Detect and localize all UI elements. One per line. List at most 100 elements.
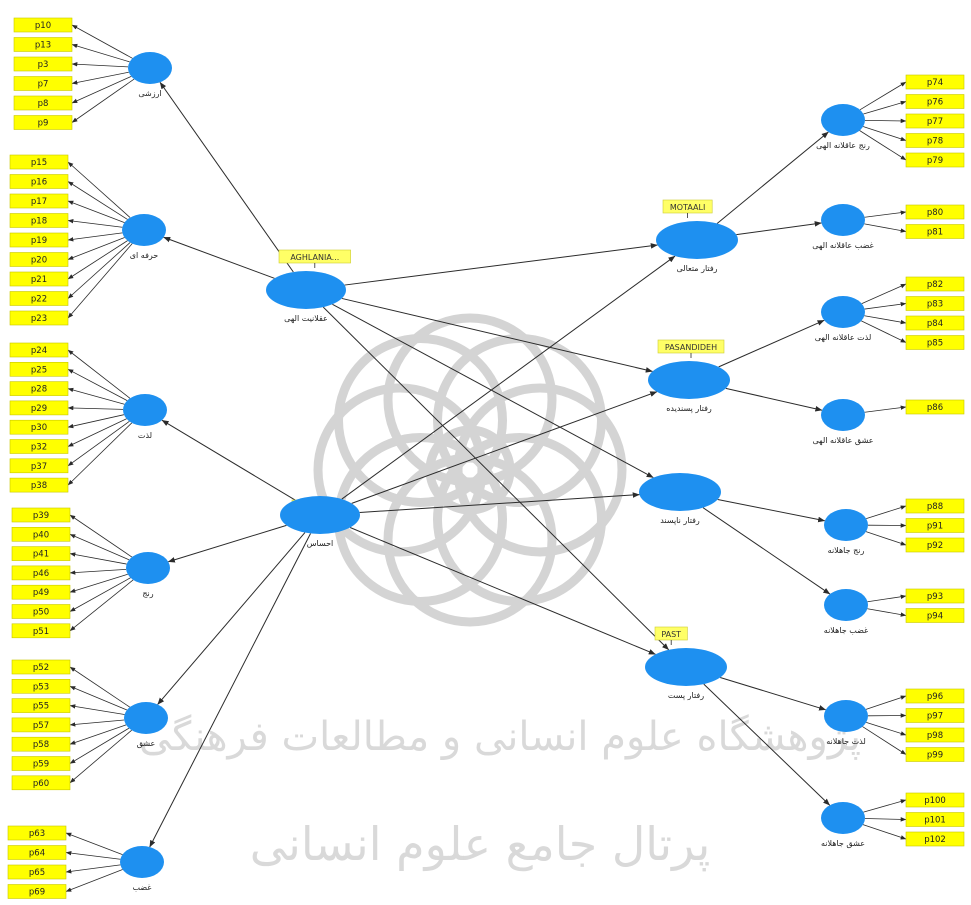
indicator-p96[interactable] — [905, 688, 965, 704]
latent-variable-ellipse[interactable] — [639, 473, 721, 511]
indicator-p58[interactable] — [11, 736, 71, 752]
indicator-p17[interactable] — [9, 193, 69, 209]
indicator-p13[interactable] — [13, 37, 73, 52]
latent-variable-ellipse[interactable] — [126, 552, 170, 584]
indicator-p57[interactable] — [11, 717, 71, 733]
indicator-p9[interactable] — [13, 115, 73, 130]
indicator-p55[interactable] — [11, 698, 71, 713]
latent-variable-ellipse[interactable] — [280, 496, 360, 534]
indicator-p38[interactable] — [9, 477, 69, 493]
indicator-p77[interactable] — [905, 113, 965, 129]
latent-variable-ellipse[interactable] — [122, 214, 166, 246]
indicator-p28[interactable] — [9, 381, 69, 396]
indicator-p100[interactable] — [905, 792, 965, 808]
indicator-p41[interactable] — [11, 546, 71, 561]
indicator-p50[interactable] — [11, 604, 71, 619]
indicator-p40[interactable] — [11, 526, 71, 542]
indicator-p51[interactable] — [11, 623, 71, 639]
indicator-p83[interactable] — [905, 296, 965, 311]
indicator-p64[interactable] — [7, 845, 67, 860]
latent-variable-ellipse[interactable] — [120, 846, 164, 878]
indicator-p19[interactable] — [9, 232, 69, 248]
latent-variable-ellipse[interactable] — [824, 509, 868, 541]
indicator-p98[interactable] — [905, 727, 965, 743]
indicator-p86[interactable] — [905, 399, 965, 415]
latent-variable-ellipse[interactable] — [656, 221, 738, 259]
latent-variable-ellipse[interactable] — [821, 204, 865, 236]
indicator-p16[interactable] — [9, 174, 69, 189]
indicator-p85[interactable] — [905, 335, 965, 350]
indicator-p93[interactable] — [905, 588, 965, 604]
latent-aghlaniat[interactable]: AGHLANIA...عقلانیت الهی — [266, 249, 351, 323]
latent-variable-ellipse[interactable] — [645, 648, 727, 686]
indicator-p30[interactable] — [9, 419, 69, 435]
indicator-p21[interactable] — [9, 271, 69, 287]
indicator-p69[interactable] — [7, 884, 67, 899]
latent-variable-ellipse[interactable] — [123, 394, 167, 426]
indicator-p20[interactable] — [9, 252, 69, 267]
latent-variable-ellipse[interactable] — [824, 589, 868, 621]
indicator-p97[interactable] — [905, 708, 965, 723]
indicator-p49[interactable] — [11, 584, 71, 600]
indicator-p52[interactable] — [11, 659, 71, 675]
latent-variable-ellipse[interactable] — [821, 296, 865, 328]
indicator-p18[interactable] — [9, 213, 69, 228]
indicator-p88[interactable] — [905, 498, 965, 514]
latent-variable-ellipse[interactable] — [821, 104, 865, 136]
indicator-p59[interactable] — [11, 756, 71, 771]
latent-variable-ellipse[interactable] — [124, 702, 168, 734]
indicator-p23[interactable] — [9, 310, 69, 326]
indicator-p7[interactable] — [13, 76, 73, 91]
latent-napasand[interactable]: NAPASANDرفتار ناپسند — [639, 473, 721, 525]
indicator-p79[interactable] — [905, 152, 965, 168]
indicator-p63[interactable] — [7, 825, 67, 841]
indicator-p15[interactable] — [9, 154, 69, 170]
indicator-p102[interactable] — [905, 831, 965, 847]
indicator-p91[interactable] — [905, 518, 965, 533]
indicator-p74[interactable] — [905, 74, 965, 90]
indicator-p99[interactable] — [905, 747, 965, 762]
latent-variable-ellipse[interactable] — [824, 700, 868, 732]
indicator-p76[interactable] — [905, 94, 965, 109]
latent-variable-ellipse[interactable] — [266, 271, 346, 309]
indicator-p60[interactable] — [11, 775, 71, 791]
latent-variable-ellipse[interactable] — [821, 802, 865, 834]
indicator-p92[interactable] — [905, 537, 965, 553]
indicator-p24[interactable] — [9, 342, 69, 358]
indicator-p94[interactable] — [905, 608, 965, 623]
indicator-p53[interactable] — [11, 678, 71, 694]
indicator-p25[interactable] — [9, 361, 69, 377]
latent-variable-ellipse[interactable] — [648, 361, 730, 399]
indicator-p37[interactable] — [9, 458, 69, 474]
indicator-p81[interactable] — [905, 224, 965, 239]
indicator-p82[interactable] — [905, 276, 965, 292]
indicator-p29[interactable] — [9, 400, 69, 416]
latent-variable-ellipse[interactable] — [128, 52, 172, 84]
indicator-p84[interactable] — [905, 315, 965, 331]
indicator-p10[interactable] — [13, 17, 73, 33]
indicator-p3[interactable] — [13, 56, 73, 72]
indicator-p65[interactable] — [7, 864, 67, 880]
indicator-p32[interactable] — [9, 439, 69, 454]
indicator-p78[interactable] — [905, 133, 965, 148]
latent-variable-ellipse[interactable] — [821, 399, 865, 431]
indicator-p22[interactable] — [9, 291, 69, 306]
latent-ehsas[interactable]: EHSASاحساس — [280, 496, 360, 548]
